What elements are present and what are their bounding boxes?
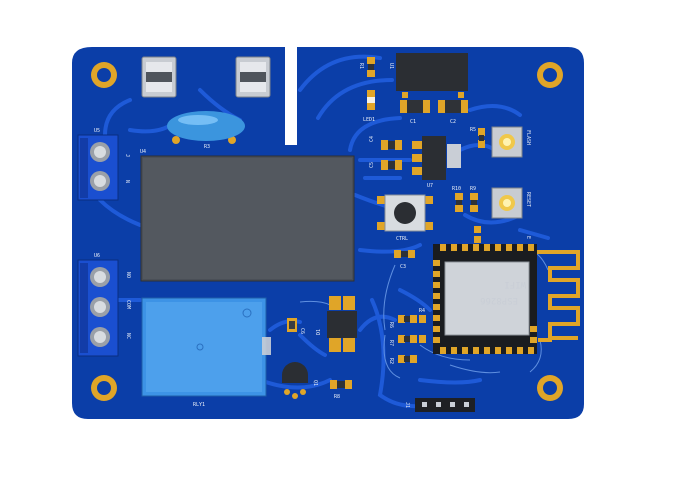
resistor-r7 — [398, 335, 417, 343]
resistor-r9 — [470, 193, 478, 212]
diode-d1 — [327, 296, 357, 352]
silk-r7: R7 — [388, 340, 394, 346]
silk-u7: U7 — [427, 183, 433, 189]
silk-r3: R3 — [204, 144, 210, 150]
capacitor-c2 — [438, 100, 468, 113]
silk-led1: LED1 — [363, 117, 375, 123]
silk-c5: C5 — [369, 162, 375, 168]
terminal-block-u5 — [77, 134, 119, 201]
silk-c6: C6 — [299, 328, 305, 334]
esp8266-module — [433, 244, 537, 354]
varistor-r3 — [167, 111, 245, 144]
silk-r10: R10 — [452, 186, 461, 192]
transistor-q1 — [282, 362, 308, 399]
silk-u6: U6 — [94, 253, 100, 259]
esp-brand: WIFI — [504, 279, 526, 289]
silk-d1: D1 — [316, 329, 322, 335]
resistor-r6 — [398, 315, 417, 323]
led1 — [367, 90, 375, 110]
regulator-u7 — [412, 136, 461, 180]
silk-j: J — [124, 154, 130, 157]
mounting-hole — [537, 375, 563, 401]
module-castellated-pads — [433, 244, 537, 354]
esp-model: ESP8266 — [480, 295, 518, 305]
resistor-r4 — [419, 315, 426, 343]
silk-q1: Q1 — [312, 380, 318, 386]
silk-e: E — [525, 236, 531, 239]
smd-inductor — [141, 56, 177, 98]
silk-nc: NC — [125, 333, 131, 339]
power-module — [140, 155, 355, 282]
silk-u1: U1 — [388, 63, 394, 69]
resistor-r5 — [478, 128, 485, 148]
flash-button[interactable] — [491, 126, 523, 158]
silk-flash: FLASH — [525, 130, 531, 145]
silk-n: N — [124, 180, 130, 183]
silk-no: NO — [125, 272, 131, 278]
terminal-block-u6 — [77, 259, 119, 357]
capacitor-c3 — [394, 250, 415, 258]
capacitor-c5 — [381, 160, 402, 170]
smd-inductor — [235, 56, 271, 98]
silk-rly1: RLY1 — [193, 402, 205, 408]
resistor-r10 — [455, 193, 463, 212]
reset-button[interactable] — [491, 187, 523, 219]
silk-ctrl: CTRL — [396, 236, 408, 242]
relay-rly1 — [141, 297, 271, 397]
silk-r1: R1 — [358, 63, 364, 69]
pcb-antenna — [537, 250, 580, 342]
silk-c1: C1 — [410, 119, 416, 125]
mounting-hole — [91, 62, 117, 88]
ctrl-button[interactable] — [377, 194, 433, 232]
silk-r6: R6 — [388, 322, 394, 328]
capacitor-c1 — [400, 100, 430, 113]
header-j1 — [415, 398, 475, 412]
silk-r5: R5 — [470, 127, 476, 133]
silk-r4: R4 — [419, 308, 425, 314]
mounting-hole — [91, 375, 117, 401]
mounting-hole — [537, 62, 563, 88]
silk-reset: RESET — [525, 192, 531, 207]
capacitor-c4 — [381, 140, 402, 150]
silk-u4: U4 — [140, 149, 146, 155]
resistor-small — [474, 226, 481, 243]
silk-c3: C3 — [400, 264, 406, 270]
silk-c2: C2 — [450, 119, 456, 125]
ic-u1 — [396, 53, 468, 98]
silk-j1: J1 — [404, 402, 410, 408]
mounting-holes — [91, 62, 563, 401]
resistor-r1 — [367, 57, 375, 77]
silk-r2: R2 — [388, 358, 394, 364]
silk-r9: R9 — [470, 186, 476, 192]
silk-r8: R8 — [334, 394, 340, 400]
resistor-r2 — [398, 355, 417, 363]
silk-c4: C4 — [369, 136, 375, 142]
silk-u5: U5 — [94, 128, 100, 134]
resistor-r8 — [330, 380, 352, 389]
silk-com: COM — [125, 300, 131, 309]
capacitor-c6 — [287, 318, 297, 332]
